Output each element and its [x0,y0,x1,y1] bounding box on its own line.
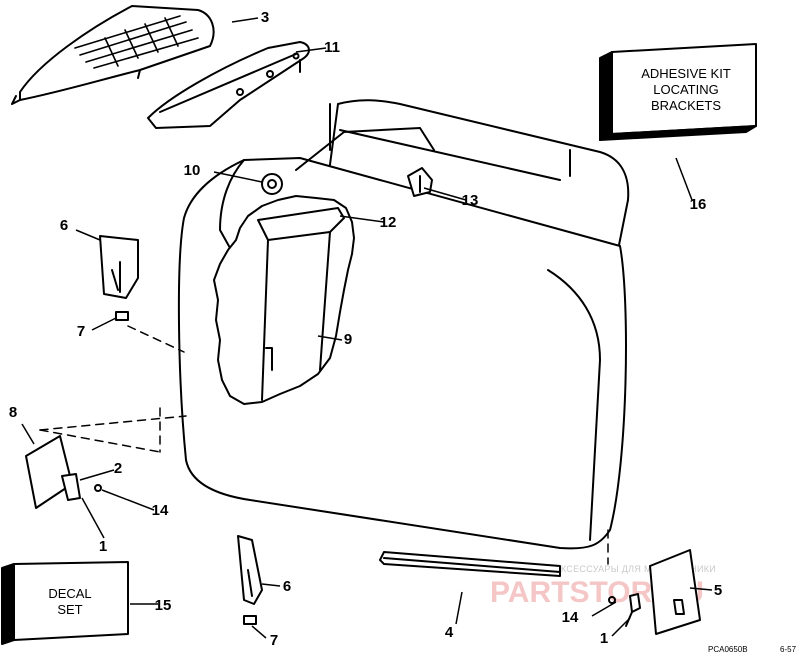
callout-c12: 12 [380,214,397,231]
decal-box-line-1: DECAL [48,586,91,601]
callout-c1b: 1 [600,630,608,647]
callout-c9: 9 [344,331,352,348]
cowl-body [177,99,630,550]
callout-c11: 11 [324,39,340,56]
figure-page: 6-57 [780,645,797,654]
callout-c13: 13 [462,192,479,209]
callout-c6b: 6 [283,578,291,595]
callout-c8: 8 [9,404,17,421]
callout-c16: 16 [690,196,707,213]
part-11-bracket [147,41,310,129]
part-5-plate [608,549,701,635]
dashed-guides [39,325,609,565]
adhesive-box-line-2: LOCATING [653,82,719,97]
adhesive-kit-box [599,43,757,141]
callout-c7a: 7 [77,323,85,340]
part-7-upper [115,311,129,321]
callout-c14a: 14 [152,502,169,519]
part-7-lower [243,615,257,625]
adhesive-box-line-1: ADHESIVE KIT [641,66,731,81]
part-6-upper [99,235,139,299]
callout-c14b: 14 [562,609,579,626]
callout-c7b: 7 [270,632,278,649]
decal-box-line-2: SET [57,602,82,617]
callout-c1a: 1 [99,538,107,555]
part-8-bracket [25,435,102,509]
leader-lines [21,17,713,639]
figure-code: PCA0650B [708,645,748,654]
callout-numbers: 3 11 10 13 12 6 9 7 8 2 14 1 16 15 6 7 4 5 14 1 [9,9,722,649]
callout-c6a: 6 [60,217,68,234]
part-6-lower [237,535,263,605]
callout-c5: 5 [714,582,722,599]
callout-c15: 15 [155,597,172,614]
callout-c2: 2 [114,460,122,477]
callout-c10: 10 [184,162,201,179]
watermark-tagline: ЗАПЧАСТИ И АКСЕССУАРЫ ДЛЯ МОТОТЕХНИКИ [492,564,716,574]
callout-c4: 4 [445,624,454,641]
callout-c3: 3 [261,9,269,26]
decal-set-box [1,561,129,645]
part-4-strip [379,551,561,577]
adhesive-box-line-3: BRACKETS [651,98,721,113]
part-3-grille [11,5,215,105]
